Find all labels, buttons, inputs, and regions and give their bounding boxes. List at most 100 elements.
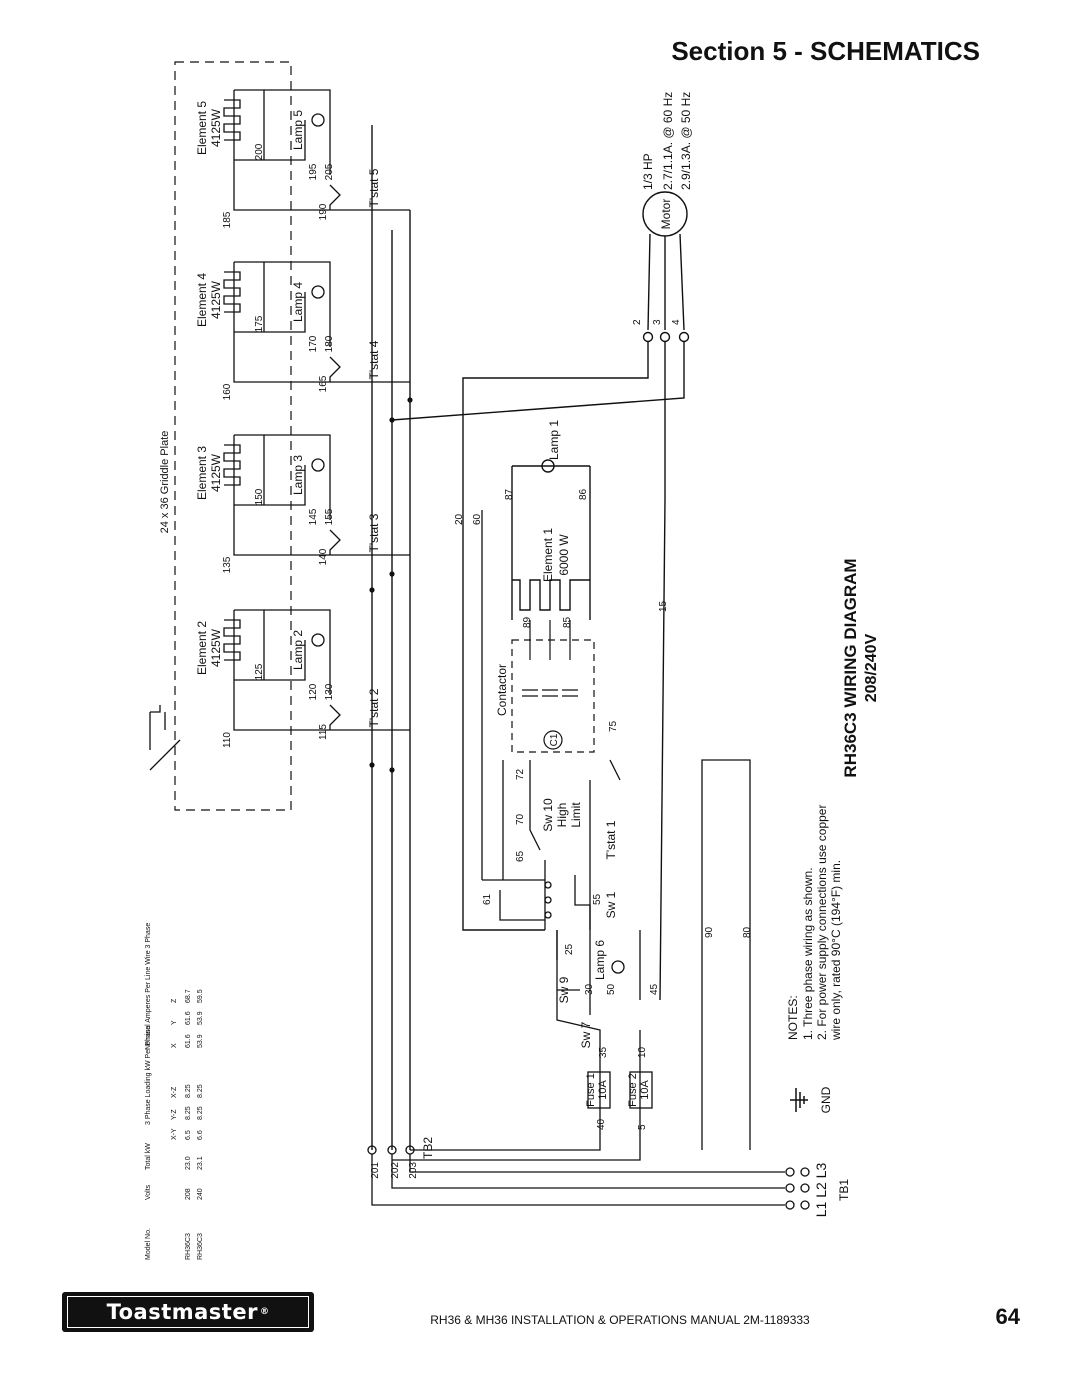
element-1-watts: 6000 W bbox=[557, 534, 571, 576]
note-3: wire only, rated 90°C (194°F) min. bbox=[829, 860, 843, 1041]
wire-label: 150 bbox=[254, 488, 265, 505]
page-number: 64 bbox=[995, 1304, 1020, 1329]
table-header-total: Total kW bbox=[145, 1143, 152, 1170]
table-header-amps: Nominal Amperes Per Line Wire 3 Phase bbox=[145, 923, 152, 1050]
wire-85: 85 bbox=[562, 616, 573, 628]
wire-15: 15 bbox=[658, 600, 669, 612]
lamp-wiring bbox=[264, 261, 341, 382]
tstat-label: T'stat 4 bbox=[367, 340, 381, 379]
wire-label: 155 bbox=[324, 508, 335, 525]
table-sub-x: X bbox=[171, 1043, 178, 1048]
wire-61: 61 bbox=[482, 893, 493, 905]
row1-xz: 8.25 bbox=[185, 1084, 192, 1098]
element-1-circuit bbox=[511, 459, 591, 620]
tstat-label: T'stat 5 bbox=[367, 168, 381, 207]
wire-10: 10 bbox=[637, 1046, 648, 1058]
wire-55: 55 bbox=[592, 893, 603, 905]
fuse-1-wire: 40 bbox=[596, 1118, 607, 1130]
lamp-icon bbox=[311, 113, 325, 127]
wire-label: 160 bbox=[222, 383, 233, 400]
wire-87: 87 bbox=[504, 488, 515, 500]
table-header-model: Model No. bbox=[145, 1228, 152, 1260]
wire-label: 115 bbox=[318, 724, 329, 740]
bus-junctions bbox=[369, 397, 413, 773]
row1-z: 68.7 bbox=[185, 989, 192, 1003]
sw10-label: Sw 10 bbox=[541, 798, 555, 832]
wire-label: 175 bbox=[254, 315, 265, 332]
wire-label: 195 bbox=[308, 163, 319, 180]
motor-terminal-2: 2 bbox=[632, 319, 643, 325]
lamp-label: Lamp 4 bbox=[291, 282, 305, 322]
tstat-label: T'stat 2 bbox=[367, 688, 381, 727]
wire-label: 185 bbox=[222, 211, 233, 228]
element-name: Element 3 bbox=[195, 446, 209, 500]
table-header-loading: 3 Phase Loading kW Per Phase bbox=[145, 1026, 152, 1125]
element-watts: 4125W bbox=[209, 280, 223, 319]
row2-volts: 240 bbox=[197, 1188, 204, 1200]
motor-terminal-3: 3 bbox=[652, 319, 663, 325]
sw7-label: Sw 7 bbox=[579, 1021, 593, 1048]
gnd-label: GND bbox=[819, 1086, 833, 1113]
row1-xy: 6.5 bbox=[185, 1130, 192, 1140]
lamp-wiring bbox=[264, 609, 341, 730]
wire-50: 50 bbox=[606, 983, 617, 995]
wire-25: 25 bbox=[564, 943, 575, 955]
lamp6-label: Lamp 6 bbox=[593, 940, 607, 980]
sw10-limit: Limit bbox=[569, 802, 583, 828]
lamp-label: Lamp 2 bbox=[291, 630, 305, 670]
lamp-icon bbox=[311, 458, 325, 472]
notes-heading: NOTES: bbox=[786, 995, 800, 1040]
heater-element-icon bbox=[223, 444, 241, 486]
wire-70: 70 bbox=[515, 813, 526, 825]
element-name: Element 4 bbox=[195, 273, 209, 327]
contactor-coil: C1 bbox=[549, 733, 560, 746]
fuse-1-label: Fuse 1 bbox=[585, 1073, 597, 1107]
wire-90: 90 bbox=[704, 926, 715, 938]
wire-label: 145 bbox=[308, 508, 319, 525]
row2-xz: 8.25 bbox=[197, 1084, 204, 1098]
element-watts: 4125W bbox=[209, 108, 223, 147]
row1-total: 23.0 bbox=[185, 1156, 192, 1170]
element-watts: 4125W bbox=[209, 628, 223, 667]
row2-yz: 8.25 bbox=[197, 1106, 204, 1120]
ratings-table: Model No. Volts Total kW 3 Phase Loading… bbox=[145, 923, 204, 1260]
motor-rating-50: 2.9/1.3A. @ 50 Hz bbox=[679, 92, 693, 190]
motor-label: Motor bbox=[659, 199, 673, 230]
wire-label: 180 bbox=[324, 335, 335, 352]
wire-75: 75 bbox=[608, 720, 619, 732]
lamp-wiring bbox=[264, 434, 341, 555]
row2-xy: 6.6 bbox=[197, 1130, 204, 1140]
griddle-plate-box bbox=[174, 61, 292, 811]
row2-x: 53.9 bbox=[197, 1034, 204, 1048]
table-sub-z: Z bbox=[171, 998, 178, 1003]
row1-model: RH36C3 bbox=[185, 1233, 192, 1260]
row2-z: 59.5 bbox=[197, 989, 204, 1003]
wire-label: 125 bbox=[254, 663, 265, 680]
lamp-label: Lamp 5 bbox=[291, 110, 305, 150]
wire-label: 200 bbox=[254, 143, 265, 160]
sw1-label: Sw 1 bbox=[604, 891, 618, 918]
main-bus-lines bbox=[371, 125, 411, 1150]
wire-80: 80 bbox=[742, 926, 753, 938]
wire-label: 165 bbox=[318, 375, 329, 392]
table-sub-xz: X-Z bbox=[171, 1086, 178, 1098]
wire-label: 110 bbox=[222, 732, 233, 748]
wire-72: 72 bbox=[515, 768, 526, 780]
row2-y: 53.9 bbox=[197, 1011, 204, 1025]
wire-35: 35 bbox=[598, 1046, 609, 1058]
row1-yz: 8.25 bbox=[185, 1106, 192, 1120]
diagram-title: RH36C3 WIRING DIAGRAM bbox=[841, 558, 860, 777]
element-name: Element 5 bbox=[195, 101, 209, 155]
wire-label: 140 bbox=[318, 548, 329, 565]
wire-label: 170 bbox=[308, 335, 319, 352]
wire-65: 65 bbox=[515, 850, 526, 862]
lamp-icon bbox=[311, 285, 325, 299]
toastmaster-logo: Toastmaster® bbox=[62, 1292, 314, 1332]
wire-60: 60 bbox=[472, 513, 483, 525]
tb1-label: TB1 bbox=[837, 1179, 851, 1201]
section-title: Section 5 - SCHEMATICS bbox=[671, 36, 980, 66]
tb2-wire-201: 201 bbox=[370, 1162, 381, 1179]
